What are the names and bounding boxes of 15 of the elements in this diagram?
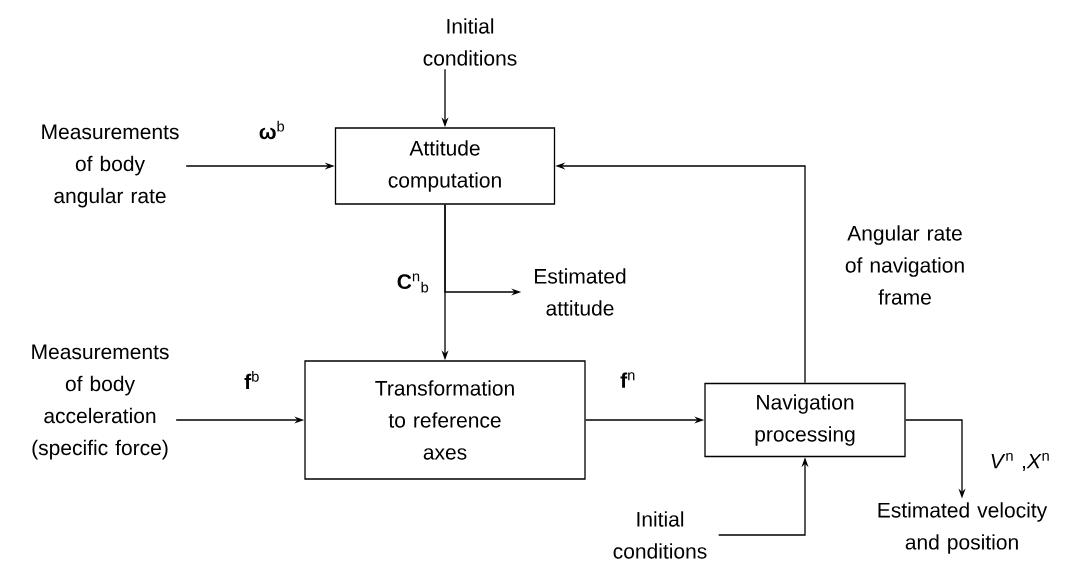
edge-label: Angular rate of navigation frame [845, 225, 964, 305]
edge-label: C$^{n}$b [397, 273, 429, 293]
edge-label: ω$^{b}$ [259, 120, 285, 140]
signal-text: Estimated attitude [535, 268, 626, 316]
signal-text: Measurements of body angular rate [42, 124, 179, 208]
process-box: Navigation processing [704, 382, 906, 458]
edge-label: V$^{n}$ ,X$^{n}$ [991, 452, 1049, 472]
process-box: Transformation to reference axes [304, 360, 586, 480]
signal-text: Initial conditions [613, 511, 707, 559]
process-box: Attitude computation [334, 127, 556, 205]
edge-label: f$^{n}$ [620, 372, 635, 388]
signal-text: Measurements of body acceleration (specific force) [32, 344, 169, 460]
signal-text: Initial conditions [423, 18, 517, 66]
edge-label: f$^{b}$ [244, 370, 259, 390]
signal-text: Estimated velocity and position [878, 502, 1048, 554]
